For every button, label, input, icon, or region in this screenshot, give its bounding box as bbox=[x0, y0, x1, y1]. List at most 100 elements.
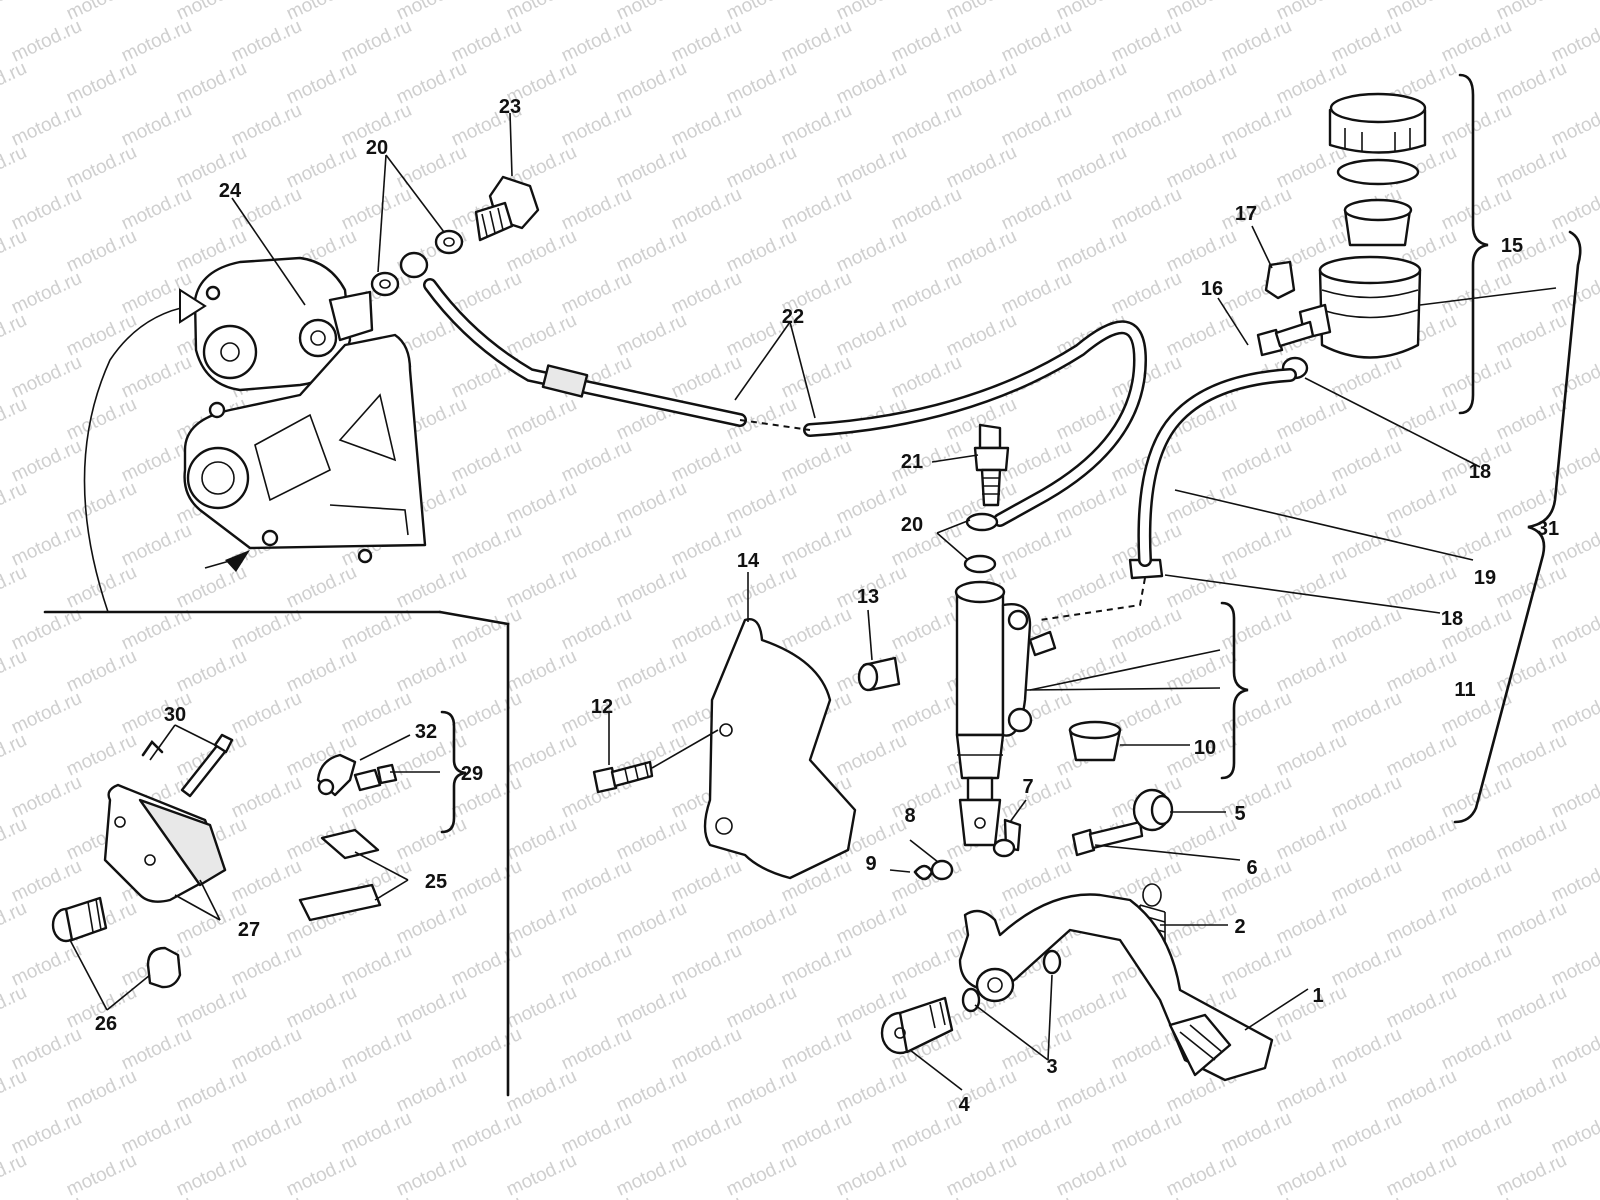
watermark-text: motod.ru bbox=[0, 394, 30, 445]
watermark-text: motod.ru bbox=[1548, 1108, 1600, 1159]
heel-guard bbox=[703, 618, 857, 880]
fluid-reservoir bbox=[1298, 92, 1427, 359]
watermark-text: motod.ru bbox=[1548, 772, 1600, 823]
bumper-5 bbox=[1132, 788, 1174, 832]
split-pin-9 bbox=[913, 864, 934, 881]
watermark-text: motod.ru bbox=[118, 1192, 195, 1200]
inset-frame bbox=[43, 610, 510, 1097]
nut-17 bbox=[1264, 260, 1296, 300]
washer-lower-2 bbox=[963, 554, 997, 574]
inset-bushing-26a bbox=[51, 896, 108, 943]
washer-upper-2 bbox=[370, 271, 400, 297]
watermark-text: motod.ru bbox=[888, 1192, 965, 1200]
callout-26: 26 bbox=[95, 1013, 117, 1035]
callout-5: 5 bbox=[1234, 803, 1245, 825]
callout-25: 25 bbox=[425, 871, 447, 893]
callout-9: 9 bbox=[865, 853, 876, 875]
bleed-valve-assembly bbox=[316, 753, 398, 797]
callout-29: 29 bbox=[461, 763, 483, 785]
watermark-text: motod.ru bbox=[0, 58, 30, 109]
watermark-text: motod.ru bbox=[228, 1192, 305, 1200]
watermark-text: motod.ru bbox=[0, 310, 30, 361]
callout-20-lower: 20 bbox=[901, 514, 923, 536]
callout-11: 11 bbox=[1454, 679, 1475, 701]
callout-7: 7 bbox=[1022, 776, 1033, 798]
callout-8: 8 bbox=[904, 805, 915, 827]
callout-31: 31 bbox=[1537, 518, 1559, 540]
brake-caliper bbox=[193, 256, 374, 392]
callout-4: 4 bbox=[958, 1094, 970, 1116]
watermark-text: motod.ru bbox=[0, 730, 30, 781]
banjo-bolt-lower bbox=[973, 423, 1010, 507]
watermark-text: motod.ru bbox=[0, 0, 30, 25]
watermark-text: motod.ru bbox=[0, 562, 30, 613]
callout-32: 32 bbox=[415, 721, 437, 743]
watermark-text: motod.ru bbox=[0, 1066, 30, 1117]
circlip-3a bbox=[961, 987, 981, 1013]
watermark-text: motod.ru bbox=[1548, 688, 1600, 739]
callout-20-upper: 20 bbox=[366, 137, 388, 159]
watermark-text: motod.ru bbox=[1548, 184, 1600, 235]
watermark-text: motod.ru bbox=[1548, 1192, 1600, 1200]
washer-lower-1 bbox=[965, 512, 999, 532]
watermark-text: motod.ru bbox=[0, 982, 30, 1033]
caliper-bracket bbox=[183, 333, 427, 564]
watermark-text: motod.ru bbox=[0, 814, 30, 865]
callout-13: 13 bbox=[857, 586, 879, 608]
callout-18-upper: 18 bbox=[1469, 461, 1491, 483]
watermark-text: motod.ru bbox=[558, 1192, 635, 1200]
banjo-bolt-upper bbox=[474, 175, 540, 242]
watermark-text: motod.ru bbox=[1108, 1192, 1185, 1200]
watermark-text: motod.ru bbox=[0, 898, 30, 949]
washer-upper-1 bbox=[434, 229, 464, 255]
callout-10: 10 bbox=[1194, 737, 1216, 759]
bracket-braces bbox=[440, 73, 1582, 834]
assembly-curve-arrow bbox=[83, 305, 191, 613]
callout-24: 24 bbox=[219, 180, 242, 202]
bolt-6 bbox=[1071, 828, 1096, 857]
callout-labels: 1 2 3 4 5 6 7 8 9 10 11 12 13 14 15 16 1… bbox=[95, 96, 1559, 1116]
watermark-text: motod.ru bbox=[1548, 940, 1600, 991]
master-cylinder bbox=[954, 580, 1057, 847]
callout-14: 14 bbox=[737, 550, 760, 572]
watermark-text: motod.ru bbox=[778, 1192, 855, 1200]
watermark-text: motod.ru bbox=[668, 1192, 745, 1200]
watermark-text: motod.ru bbox=[998, 1192, 1075, 1200]
brake-pedal bbox=[958, 893, 1274, 1082]
callout-15: 15 bbox=[1501, 235, 1523, 257]
watermark-text: motod.ru bbox=[338, 1192, 415, 1200]
callout-2: 2 bbox=[1234, 916, 1245, 938]
watermark-text: motod.ru bbox=[1548, 352, 1600, 403]
watermark-text: motod.ru bbox=[1548, 604, 1600, 655]
watermark-text: motod.ru bbox=[448, 1192, 525, 1200]
callout-18-lower: 18 bbox=[1441, 608, 1463, 630]
arrow-head-small bbox=[225, 550, 250, 572]
watermark-text: motod.ru bbox=[1548, 100, 1600, 151]
callout-6: 6 bbox=[1246, 857, 1257, 879]
callout-22: 22 bbox=[782, 306, 804, 328]
inset-bushing-26b bbox=[146, 946, 182, 989]
callout-23: 23 bbox=[499, 96, 521, 118]
arrow-head bbox=[179, 288, 207, 324]
watermark-text: motod.ru bbox=[0, 142, 30, 193]
watermark-text: motod.ru bbox=[1548, 1024, 1600, 1075]
brake-hose bbox=[423, 278, 1148, 527]
leader-lines bbox=[69, 112, 1557, 1091]
callout-1: 1 bbox=[1312, 985, 1323, 1007]
watermark-text: motod.ru bbox=[1218, 1192, 1295, 1200]
reservoir-hose bbox=[1039, 368, 1297, 621]
brake-pads bbox=[103, 783, 227, 903]
callout-21: 21 bbox=[901, 451, 923, 473]
watermark-text: motod.ru bbox=[0, 646, 30, 697]
callout-19: 19 bbox=[1474, 567, 1496, 589]
pivot-bolt bbox=[880, 996, 954, 1055]
washer-8 bbox=[930, 859, 954, 881]
watermark-text: motod.ru bbox=[0, 226, 30, 277]
callout-12: 12 bbox=[591, 696, 613, 718]
banjo-fitting-upper bbox=[399, 251, 429, 279]
bolt-12 bbox=[592, 760, 654, 794]
callout-16: 16 bbox=[1201, 278, 1223, 300]
callout-30: 30 bbox=[164, 704, 186, 726]
callout-3: 3 bbox=[1046, 1056, 1057, 1078]
pad-spring-plate bbox=[298, 828, 382, 922]
